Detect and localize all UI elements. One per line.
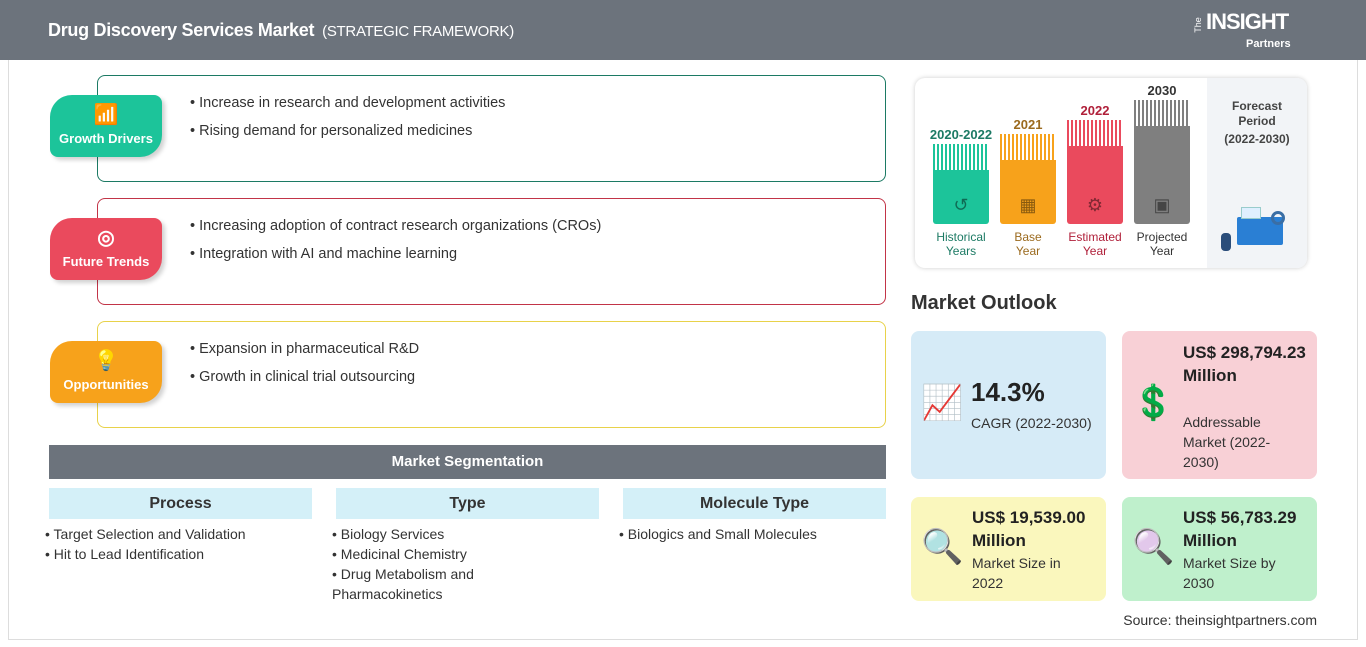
- lightbulb-hand-icon: 💡: [93, 350, 119, 372]
- bullet-item: Rising demand for personalized medicines: [190, 123, 472, 139]
- presentation-board-icon: ▣: [1153, 195, 1171, 215]
- forecast-line2: Period: [1238, 114, 1276, 128]
- outlook-card: 📈14.3% CAGR (2022-2030): [911, 331, 1106, 479]
- timeline-label-line1: Base: [1014, 230, 1042, 244]
- segment-item: Biologics and Small Molecules: [619, 524, 879, 544]
- badge-growth-drivers: 📶 Growth Drivers: [50, 95, 162, 157]
- framework-box-future-trends: [97, 198, 886, 305]
- logo-partners: Partners: [1246, 38, 1291, 50]
- timeline-label-line1: Estimated: [1068, 230, 1122, 244]
- bar-stripes: [1134, 100, 1190, 126]
- badge-future-trends: ◎ Future Trends: [50, 218, 162, 280]
- settings-monitor-icon: ⚙: [1086, 195, 1104, 215]
- magnifier-chart-icon: 🔍: [921, 528, 964, 566]
- history-clock-icon: ↺: [953, 195, 969, 215]
- segment-item: Biology Services: [332, 524, 502, 544]
- bullet-item: Increase in research and development act…: [190, 95, 505, 111]
- segment-item: Hit to Lead Identification: [45, 544, 305, 564]
- timeline-year: 2030: [1147, 83, 1177, 98]
- timeline-year: 2021: [1013, 117, 1043, 132]
- timeline-label-line2: Years: [945, 244, 977, 258]
- outlook-value: US$ 19,539.00 Million: [972, 508, 1086, 550]
- outlook-label: Market Size by 2030: [1183, 555, 1276, 591]
- bullet-item: Increasing adoption of contract research…: [190, 218, 601, 234]
- timeline-label-line2: Year: [1015, 244, 1041, 258]
- outlook-value: US$ 298,794.23 Million: [1183, 343, 1306, 385]
- title-text: Drug Discovery Services Market: [48, 20, 315, 40]
- forecast-period-panel: Forecast Period (2022-2030): [1207, 78, 1307, 268]
- insight-partners-logo: The INSIGHT Partners: [1190, 8, 1310, 56]
- analytics-illustration-icon: [1219, 203, 1297, 253]
- timeline-bar: ▣: [1134, 100, 1190, 224]
- segmentation-title: Market Segmentation: [49, 445, 886, 479]
- timeline-label-line1: Projected: [1136, 230, 1188, 244]
- timeline-label-line2: Year: [1082, 244, 1108, 258]
- timeline-year: 2020-2022: [929, 127, 993, 142]
- badge-opportunities: 💡 Opportunities: [50, 341, 162, 403]
- outlook-value: 14.3%: [971, 377, 1045, 407]
- bullet-item: Integration with AI and machine learning: [190, 246, 457, 262]
- timeline-bar: ⚙: [1067, 120, 1123, 224]
- content-frame: [8, 60, 1358, 640]
- source-text: Source: theinsightpartners.com: [1123, 612, 1317, 628]
- segment-header-type: Type: [336, 488, 599, 519]
- bar-stripes: [933, 144, 989, 170]
- timeline-label-line2: Year: [1149, 244, 1175, 258]
- calendar-icon: ▦: [1019, 195, 1037, 215]
- bullet-item: Growth in clinical trial outsourcing: [190, 369, 415, 385]
- timeline-bar: ↺: [933, 144, 989, 224]
- badge-label: Growth Drivers: [59, 131, 153, 146]
- growth-chart-icon: 📈: [921, 384, 964, 422]
- bullet-item: Expansion in pharmaceutical R&D: [190, 341, 419, 357]
- badge-label: Future Trends: [62, 254, 150, 269]
- bar-stripes: [1067, 120, 1123, 146]
- outlook-label: Market Size in 2022: [972, 555, 1061, 591]
- timeline-bar: ▦: [1000, 134, 1056, 224]
- timeline-year: 2022: [1080, 103, 1110, 118]
- header-bar: [0, 0, 1366, 60]
- page-title: Drug Discovery Services Market (STRATEGIC…: [48, 20, 514, 41]
- title-subtitle: (STRATEGIC FRAMEWORK): [322, 23, 514, 40]
- logo-the: The: [1192, 17, 1203, 33]
- outlook-value: US$ 56,783.29 Million: [1183, 508, 1297, 550]
- segment-item: Target Selection and Validation: [45, 524, 305, 544]
- dollar-bulb-icon: 💲: [1132, 384, 1175, 422]
- forecast-line1: Forecast: [1231, 99, 1283, 113]
- bar-stripes: [1000, 134, 1056, 160]
- logo-insight: INSIGHT: [1206, 9, 1289, 34]
- outlook-label: Addressable Market (2022-2030): [1183, 414, 1271, 470]
- segment-item: Drug Metabolism and Pharmacokinetics: [332, 564, 502, 604]
- market-outlook-title: Market Outlook: [911, 292, 1057, 314]
- magnifier-chart-icon: 🔍: [1132, 528, 1175, 566]
- badge-label: Opportunities: [63, 377, 149, 392]
- segment-item: Medicinal Chemistry: [332, 544, 502, 564]
- target-icon: ◎: [97, 227, 115, 249]
- segment-header-molecule-type: Molecule Type: [623, 488, 886, 519]
- segment-header-process: Process: [49, 488, 312, 519]
- growth-chart-icon: 📶: [93, 104, 119, 126]
- forecast-line3: (2022-2030): [1224, 132, 1290, 146]
- outlook-label: CAGR (2022-2030): [971, 415, 1092, 431]
- timeline-label-line1: Historical: [936, 230, 986, 244]
